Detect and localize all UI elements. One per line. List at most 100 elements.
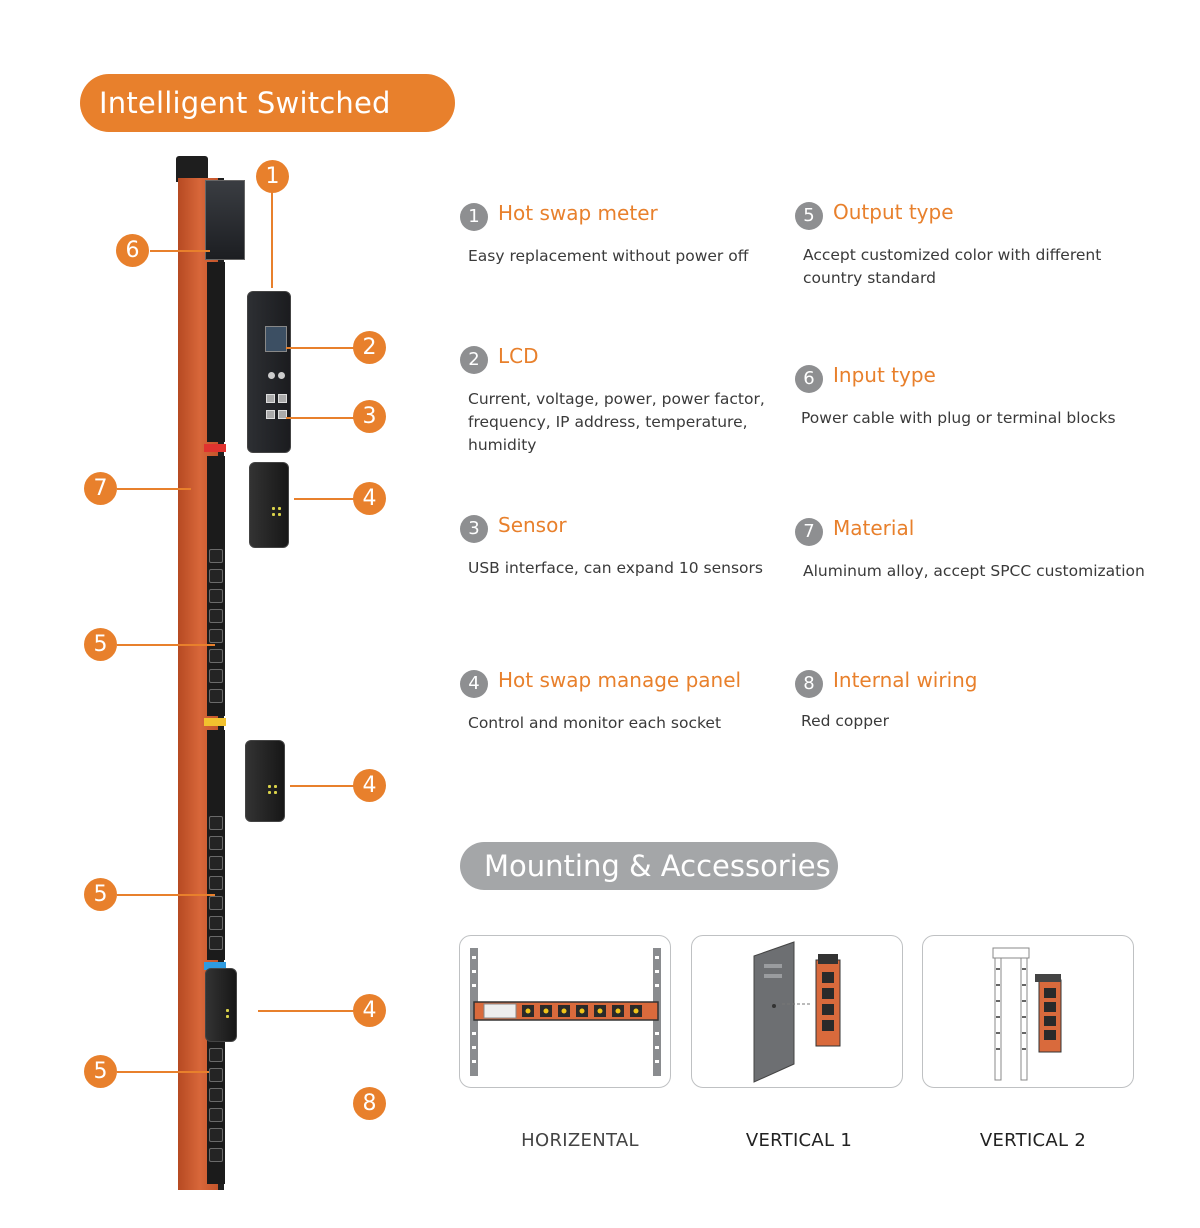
callout-line: [117, 894, 215, 896]
pdu-input-cover: [205, 180, 245, 260]
callout-line: [258, 1010, 354, 1012]
callout-line: [290, 785, 354, 787]
hot-swap-manage-panel: [205, 968, 237, 1042]
horizontal-mount-image: [470, 948, 661, 1076]
outlet-socket: [209, 609, 223, 623]
outlet-socket: [209, 856, 223, 870]
meter-button: [268, 372, 275, 379]
feature-description: Power cable with plug or terminal blocks: [801, 409, 1116, 427]
hot-swap-manage-panel: [249, 462, 289, 548]
status-led: [274, 791, 277, 794]
outlet-socket: [209, 936, 223, 950]
feature-number: 7: [795, 518, 823, 546]
outlet-socket: [209, 569, 223, 583]
feature-number: 6: [795, 365, 823, 393]
status-led: [268, 785, 271, 788]
callout-line: [117, 644, 215, 646]
outlet-socket: [209, 1068, 223, 1082]
feature-description: Accept customized color with different c…: [803, 246, 1102, 287]
callout-line: [150, 250, 210, 252]
hot-swap-manage-panel: [245, 740, 285, 822]
callout-4: 4: [353, 769, 386, 802]
callout-line: [271, 192, 273, 288]
feature-number: 3: [460, 515, 488, 543]
status-led: [272, 507, 275, 510]
status-led: [278, 507, 281, 510]
mount-card-vertical-1: [691, 935, 903, 1088]
callout-5: 5: [84, 1055, 117, 1088]
feature-description: Aluminum alloy, accept SPCC customizatio…: [803, 562, 1145, 580]
outlet-socket: [209, 816, 223, 830]
outlet-socket: [209, 1108, 223, 1122]
network-port: [278, 394, 287, 403]
feature-description: Red copper: [801, 712, 889, 730]
outlet-group: [207, 812, 225, 956]
meter-button: [278, 372, 285, 379]
feature-title: Output type: [833, 200, 954, 224]
hot-swap-meter: [247, 291, 291, 453]
callout-line: [286, 417, 354, 419]
mounting-title: Mounting & Accessories: [460, 842, 838, 890]
status-led: [274, 785, 277, 788]
feature-title: Hot swap meter: [498, 201, 658, 225]
outlet-socket: [209, 1148, 223, 1162]
status-led: [226, 1015, 229, 1018]
outlet-socket: [209, 896, 223, 910]
feature-title: Sensor: [498, 513, 567, 537]
phase-band-blue: [204, 962, 226, 970]
mount-label-horizontal: HORIZENTAL: [521, 1130, 639, 1151]
outlet-socket: [209, 1048, 223, 1062]
sensor-port: [266, 410, 275, 419]
callout-4: 4: [353, 482, 386, 515]
lcd-screen: [265, 326, 287, 352]
phase-band-yellow: [204, 718, 226, 726]
feature-description: Easy replacement without power off: [468, 247, 749, 265]
phase-band-red: [204, 444, 226, 452]
mount-card-vertical-2: [922, 935, 1134, 1088]
outlet-socket: [209, 1088, 223, 1102]
vertical-1-mount-image: [753, 941, 841, 1083]
outlet-group: [207, 545, 225, 709]
status-led: [278, 513, 281, 516]
feature-title: Material: [833, 516, 915, 540]
pdu-meter-slot: [207, 262, 225, 442]
callout-3: 3: [353, 400, 386, 433]
feature-number: 2: [460, 346, 488, 374]
callout-line: [286, 347, 354, 349]
feature-number: 5: [795, 202, 823, 230]
outlet-socket: [209, 916, 223, 930]
network-port: [266, 394, 275, 403]
mount-label-vertical-2: VERTICAL 2: [979, 1130, 1087, 1151]
page-title: Intelligent Switched PDU: [80, 74, 455, 178]
outlet-socket: [209, 876, 223, 890]
feature-description: USB interface, can expand 10 sensors: [468, 559, 763, 577]
feature-title: Input type: [833, 363, 936, 387]
outlet-socket: [209, 629, 223, 643]
mount-label-vertical-1: VERTICAL 1: [745, 1130, 853, 1151]
outlet-socket: [209, 549, 223, 563]
mount-card-horizontal: [459, 935, 671, 1088]
callout-1: 1: [256, 160, 289, 193]
pdu-mount-bracket: [176, 156, 208, 182]
sensor-port: [278, 410, 287, 419]
callout-line: [294, 498, 354, 500]
callout-4: 4: [353, 994, 386, 1027]
feature-number: 1: [460, 203, 488, 231]
outlet-socket: [209, 649, 223, 663]
outlet-socket: [209, 1128, 223, 1142]
feature-title: Internal wiring: [833, 668, 978, 692]
outlet-socket: [209, 589, 223, 603]
callout-5: 5: [84, 878, 117, 911]
outlet-socket: [209, 836, 223, 850]
feature-number: 4: [460, 670, 488, 698]
feature-description: Current, voltage, power, power factor, f…: [468, 390, 765, 454]
outlet-group: [207, 1044, 225, 1168]
feature-title: LCD: [498, 344, 539, 368]
vertical-2-mount-image: [992, 947, 1062, 1081]
callout-line: [117, 1071, 209, 1073]
feature-number: 8: [795, 670, 823, 698]
callout-8: 8: [353, 1087, 386, 1120]
callout-2: 2: [353, 331, 386, 364]
feature-description: Control and monitor each socket: [468, 714, 722, 732]
callout-6: 6: [116, 234, 149, 267]
